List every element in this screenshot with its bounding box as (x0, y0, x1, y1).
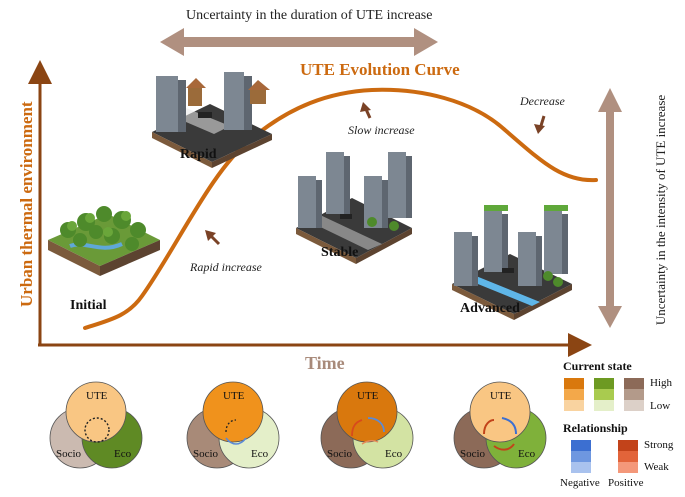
legend-positive-strong (618, 440, 638, 451)
initial-stage-illustration (48, 206, 160, 276)
legend-negative-strong (571, 440, 591, 451)
rapid-increase-arrow (205, 230, 221, 246)
advanced-stage-illustration (452, 205, 572, 320)
legend-socio-mid (624, 389, 644, 400)
venn-eco-label: Eco (251, 448, 269, 460)
legend-socio-high (624, 378, 644, 389)
intensity-uncertainty-label: Uncertainty in the intensity of UTE incr… (653, 94, 668, 326)
stable-stage-illustration (296, 152, 412, 264)
legend-relationship-swatches (571, 440, 638, 473)
phase-rapid-increase-label: Rapid increase (190, 260, 262, 274)
venn-eco-label: Eco (114, 448, 132, 460)
duration-uncertainty-label: Uncertainty in the duration of UTE incre… (186, 8, 433, 23)
legend-weak-label: Weak (644, 461, 669, 473)
venn-ute-label: UTE (490, 390, 512, 402)
intensity-uncertainty-arrow (598, 88, 622, 328)
venn-advanced (453, 381, 547, 469)
legend-current-state-swatches (564, 378, 644, 411)
legend-relationship-title: Relationship (563, 421, 628, 435)
legend-eco-high (594, 378, 614, 389)
legend-current-state-title: Current state (563, 359, 632, 373)
legend-positive-weak (618, 462, 638, 473)
venn-socio-label: Socio (460, 448, 486, 460)
legend-eco-mid (594, 389, 614, 400)
legend-eco-low (594, 400, 614, 411)
venn-ute-circle (202, 381, 264, 443)
rapid-stage-illustration (152, 72, 272, 168)
venn-ute-label: UTE (86, 390, 108, 402)
venn-socio-label: Socio (193, 448, 219, 460)
venn-ute-label: UTE (223, 390, 245, 402)
duration-uncertainty-arrow (160, 28, 438, 56)
ute-evolution-curve (83, 87, 598, 330)
legend-strong-label: Strong (644, 439, 674, 451)
venn-rapid (186, 381, 280, 469)
legend-positive-label: Positive (608, 477, 644, 489)
venn-ute-circle (65, 381, 127, 443)
stage-rapid-label: Rapid (180, 147, 217, 162)
venn-initial (49, 381, 143, 469)
legend-ute-high (564, 378, 584, 389)
legend-negative-mid (571, 451, 591, 462)
stage-advanced-label: Advanced (460, 301, 520, 316)
venn-eco-label: Eco (518, 448, 536, 460)
phase-slow-increase-label: Slow increase (348, 123, 415, 137)
legend-high-label: High (650, 377, 672, 389)
stage-stable-label: Stable (321, 245, 359, 260)
legend-negative-label: Negative (560, 477, 600, 489)
slow-increase-arrow (360, 102, 372, 119)
venn-ute-label: UTE (357, 390, 379, 402)
decrease-arrow (534, 115, 546, 134)
venn-socio-label: Socio (327, 448, 353, 460)
phase-decrease-label: Decrease (520, 94, 565, 108)
curve-title: UTE Evolution Curve (300, 60, 460, 79)
venn-eco-label: Eco (385, 448, 403, 460)
venn-stable (320, 381, 414, 469)
legend-ute-mid (564, 389, 584, 400)
venn-socio-label: Socio (56, 448, 82, 460)
legend-ute-low (564, 400, 584, 411)
legend-negative-weak (571, 462, 591, 473)
legend-positive-mid (618, 451, 638, 462)
legend-socio-low (624, 400, 644, 411)
y-axis-label-text: Urban thermal environment (17, 101, 36, 307)
x-axis-label: Time (305, 353, 345, 373)
legend-low-label: Low (650, 400, 671, 412)
stage-initial-label: Initial (70, 298, 107, 313)
